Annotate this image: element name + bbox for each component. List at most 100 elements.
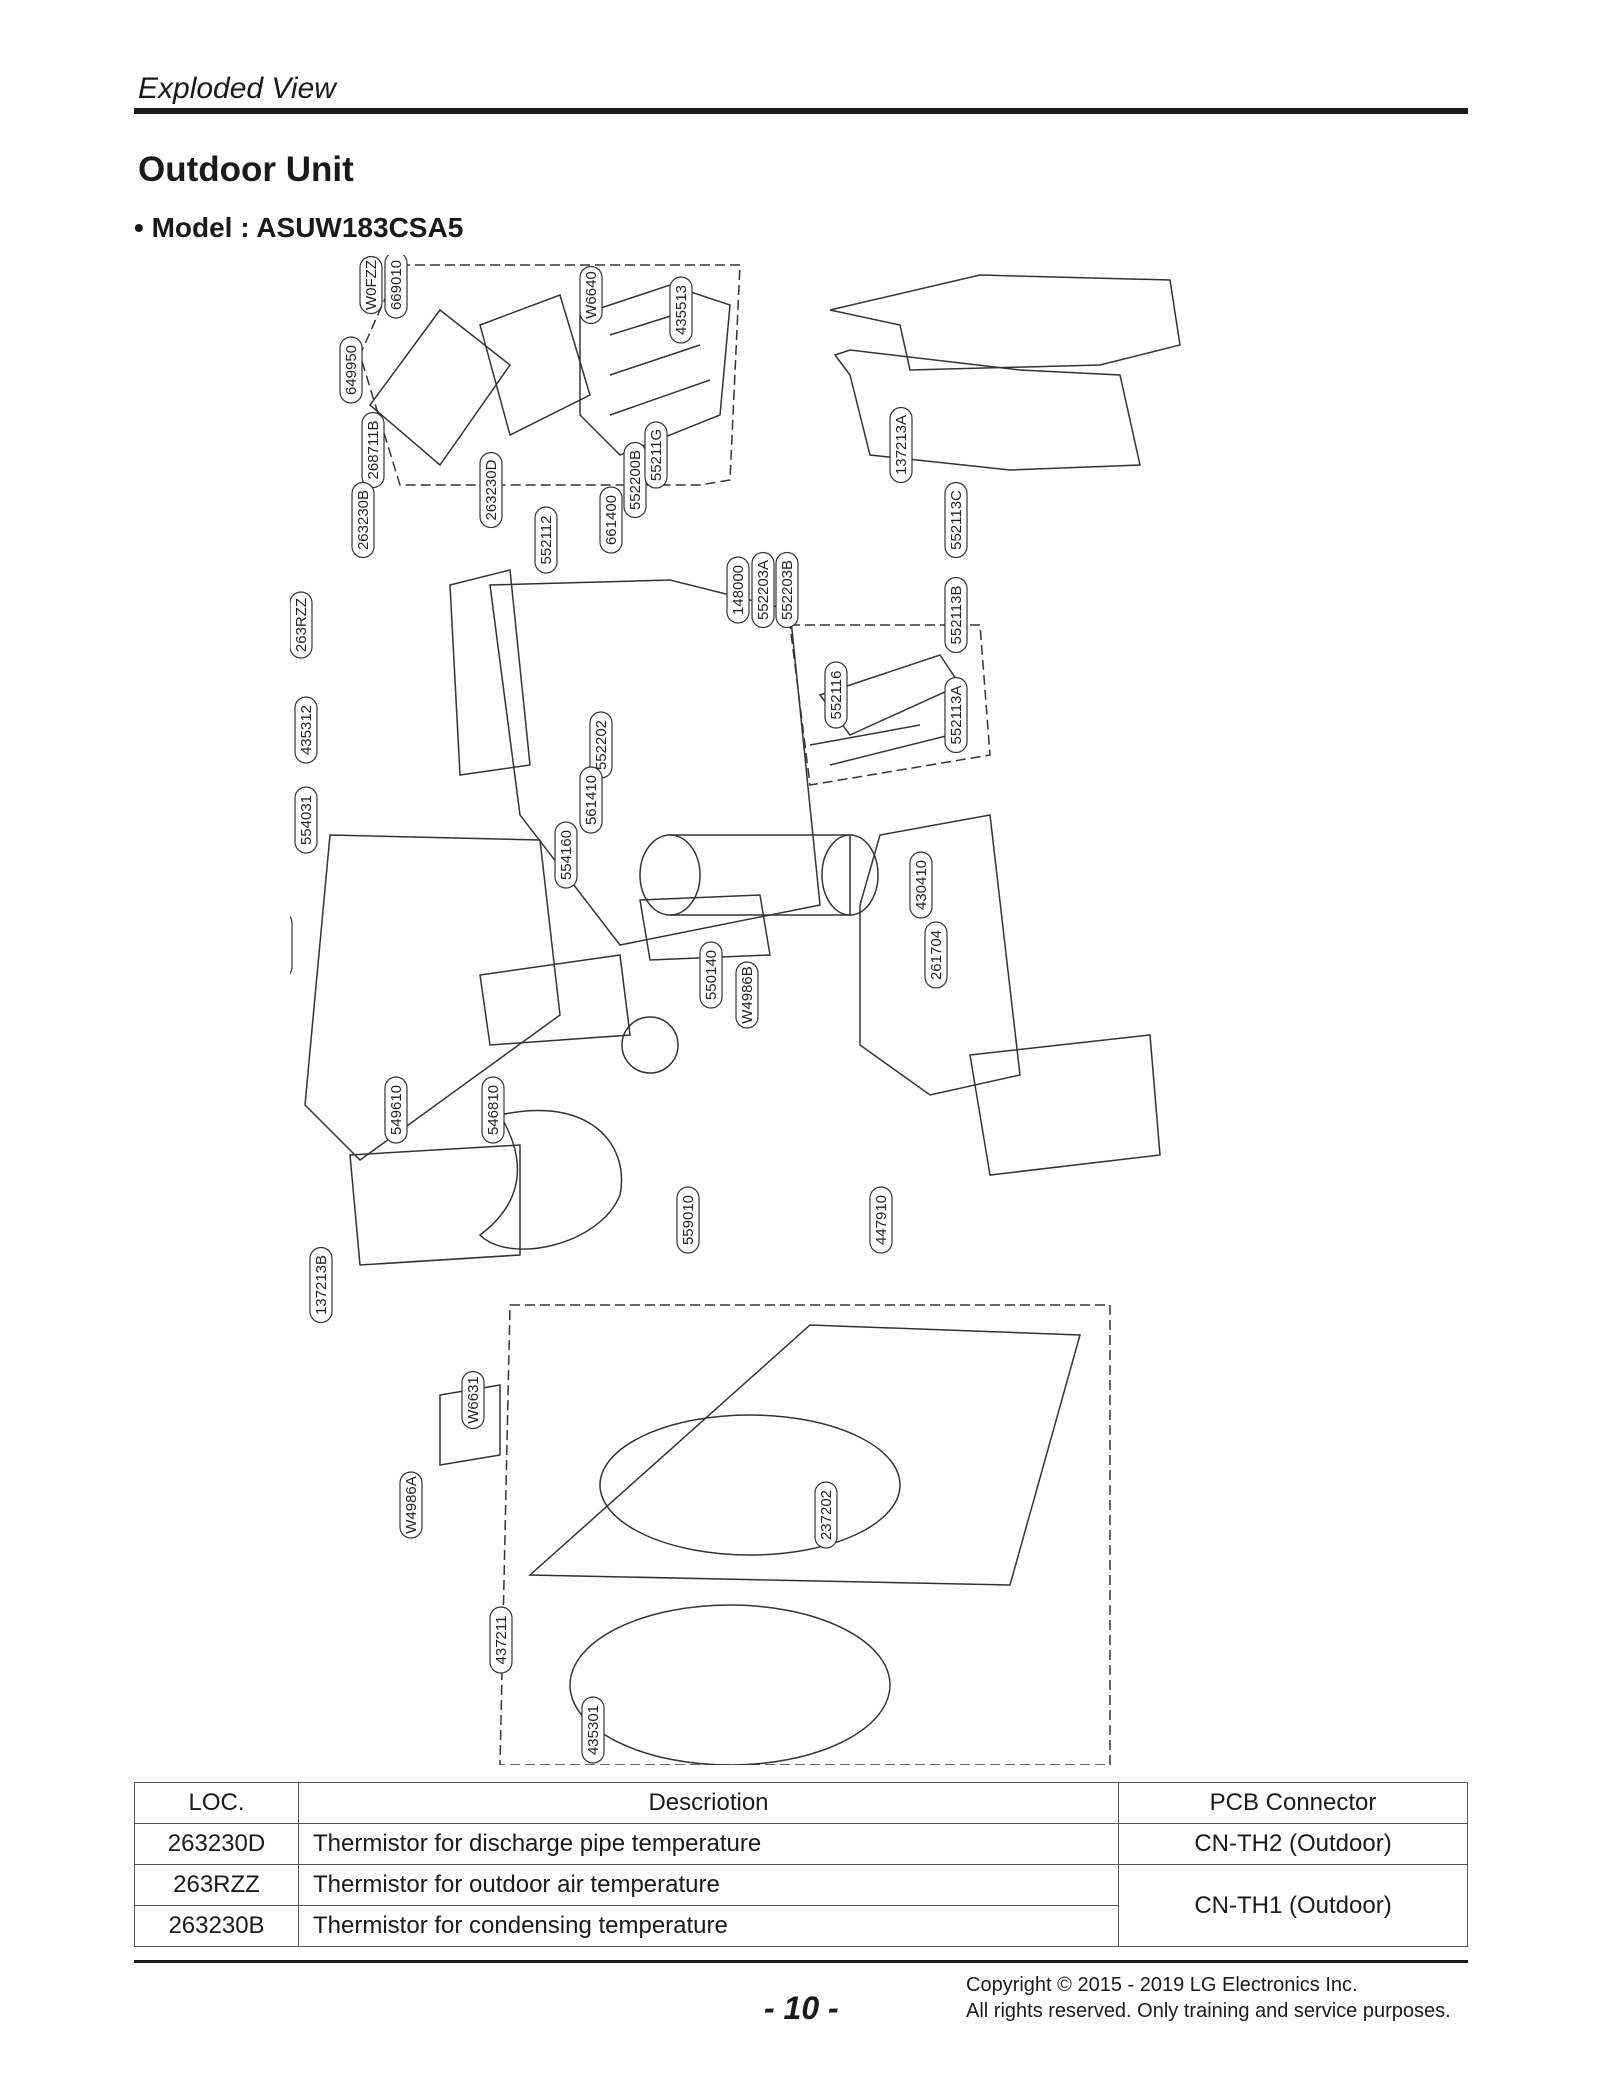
part-callout-label: 559010 (680, 1195, 697, 1245)
part-callout: 552112 (534, 506, 558, 574)
part-callout: 430410 (909, 851, 933, 919)
table-header-row: LOC. Descriotion PCB Connector (134, 1782, 1468, 1824)
motor-bracket (479, 954, 631, 1046)
part-callout-box (751, 551, 775, 629)
part-callout-label: 435312 (298, 705, 315, 755)
part-callout-box (944, 576, 968, 654)
part-callout: 268711B (361, 411, 385, 489)
part-callout: 137213A (889, 406, 913, 484)
part-callout-label: 552200B (627, 450, 644, 510)
header-description: Descriotion (298, 1782, 1119, 1824)
part-callout-box (579, 766, 603, 834)
part-callout: 669010 (384, 255, 408, 319)
part-callout-label: 137213A (893, 415, 910, 475)
fan-motor (621, 1016, 679, 1074)
part-callout: W6640 (579, 265, 603, 325)
part-callout-box (359, 255, 383, 315)
part-callout-box (944, 676, 968, 754)
part-callout-label: 552113C (948, 490, 965, 550)
part-callout-label: 552113A (948, 686, 965, 745)
part-callout: 437211 (489, 1606, 513, 1674)
part-callout-box (290, 911, 293, 979)
section-title: Exploded View (138, 72, 336, 105)
part-callout: W6631 (461, 1370, 485, 1430)
part-callout-label: W6631 (465, 1376, 482, 1424)
part-callout: 552203B (775, 551, 799, 629)
part-callout-label: 546810 (485, 1085, 502, 1135)
part-callout-label: 430410 (913, 860, 930, 910)
part-callout-box (699, 941, 723, 1009)
part-callout-box (361, 411, 385, 489)
table-row: 263230B Thermistor for condensing temper… (134, 1905, 1468, 1947)
row-loc: 263230D (134, 1823, 299, 1865)
part-callout-label: 55211G (648, 429, 665, 481)
part-callout-box (294, 696, 318, 764)
row-description: Thermistor for discharge pipe temperatur… (298, 1823, 1119, 1865)
part-callout-label: 552203B (779, 560, 796, 620)
part-callout: 435301 (581, 1696, 605, 1764)
part-callout-box (889, 406, 913, 484)
row-description: Thermistor for outdoor air temperature (298, 1864, 1119, 1906)
part-callout: 55211G (644, 421, 668, 489)
part-callout: 137213B (309, 1246, 333, 1324)
part-callout: 148000 (726, 556, 750, 624)
part-callout-box (309, 1246, 333, 1324)
part-callout-box (481, 1076, 505, 1144)
part-callout-box (824, 661, 848, 729)
row-pcb-connector: CN-TH2 (Outdoor) (1118, 1823, 1468, 1865)
compressor-body (670, 834, 851, 916)
part-callout-box (294, 786, 318, 854)
cover-plate (368, 308, 512, 467)
part-callout-box (924, 921, 948, 989)
parts-table: LOC. Descriotion PCB Connector 263230D T… (134, 1782, 1468, 1947)
table-row: 263RZZ Thermistor for outdoor air temper… (134, 1864, 1468, 1947)
page-number: - 10 - (764, 1990, 839, 2026)
valve-group-outline (789, 624, 991, 786)
part-callout-label: 148000 (730, 565, 747, 615)
part-callout-box (599, 486, 623, 554)
part-callout-label: 263230B (355, 490, 372, 550)
footer-rule (134, 1960, 1468, 1963)
side-panel-top (833, 349, 1141, 471)
part-callout-box (351, 481, 375, 559)
part-callout-label: W0FZZ (363, 260, 380, 310)
part-callout-box (554, 821, 578, 889)
part-callout-box (489, 1606, 513, 1674)
part-callout: 649950 (339, 336, 363, 404)
part-callout-label: 552113B (948, 586, 965, 645)
part-callout: 447910 (869, 1186, 893, 1254)
fan-propeller (478, 1109, 623, 1250)
part-callout-box (290, 591, 313, 659)
accumulator (639, 894, 771, 961)
part-callout-box (669, 276, 693, 344)
part-callout-label: 552203A (755, 560, 772, 620)
part-callout: 559010 (676, 1186, 700, 1254)
copyright: Copyright © 2015 - 2019 LG Electronics I… (966, 1972, 1451, 2024)
part-callout-box (909, 851, 933, 919)
copyright-line-2: All rights reserved. Only training and s… (966, 2000, 1451, 2022)
copyright-line-1: Copyright © 2015 - 2019 LG Electronics I… (966, 1974, 1358, 1996)
part-callout-label: 263RZZ (293, 598, 310, 652)
part-callout: 263RZZ (290, 591, 313, 659)
part-callout: W0FZZ (359, 255, 383, 315)
part-callout-label: W6640 (583, 271, 600, 319)
part-callout: 661400 (599, 486, 623, 554)
fan-shroud-ring (599, 1414, 901, 1556)
part-callout-label: 263230D (483, 459, 500, 520)
fan-guard (569, 1604, 891, 1765)
part-callout: 550140 (699, 941, 723, 1009)
part-callout: 552113A (944, 676, 968, 754)
pipe-assembly (809, 724, 951, 766)
part-callout-box (384, 255, 408, 319)
row-loc: 263230B (134, 1905, 299, 1947)
part-callout: W4986A (399, 1471, 423, 1539)
part-callout: 552200B (623, 441, 647, 519)
part-callout: 135500 (290, 911, 293, 979)
part-callout-label: 552112 (538, 516, 555, 565)
part-callout-label: 554160 (558, 830, 575, 880)
part-callout: 561410 (579, 766, 603, 834)
part-callout-label: 435513 (673, 285, 690, 335)
rear-grille (449, 569, 531, 776)
part-callout-label: 649950 (343, 345, 360, 395)
header-loc: LOC. (134, 1782, 299, 1824)
